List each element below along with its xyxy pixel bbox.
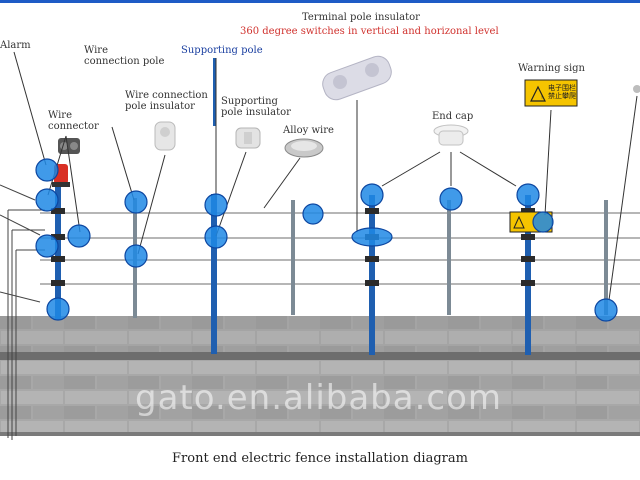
- top-banner-strip: [0, 0, 640, 3]
- label-supporting-pole: Supporting pole: [181, 45, 263, 56]
- alloy-wire-coil-icon: [284, 138, 324, 158]
- callout-marker: [302, 203, 324, 225]
- callout-marker: [439, 187, 463, 211]
- callout-marker: [360, 183, 384, 207]
- label-supporting-pole-insulator: Supporting pole insulator: [221, 96, 291, 118]
- callout-marker: [124, 244, 148, 268]
- callout-markers: [35, 158, 618, 322]
- watermark: gato.en.alibaba.com: [135, 378, 503, 418]
- supporting-pole-icon: [213, 58, 216, 126]
- callout-marker: [204, 193, 228, 217]
- callout-marker: [35, 234, 59, 258]
- label-alloy-wire: Alloy wire: [283, 125, 334, 136]
- diagram-caption: Front end electric fence installation di…: [172, 451, 468, 466]
- callout-marker: [35, 188, 59, 212]
- svg-text:!: !: [541, 95, 543, 101]
- label-wire-connection-pole-insulator: Wire connection pole insulator: [125, 90, 208, 112]
- callout-marker: [594, 298, 618, 322]
- warning-sign-text: 电子围栏 禁止攀爬: [548, 84, 576, 100]
- callout-marker: [516, 183, 540, 207]
- end-cap-icon: [433, 124, 469, 146]
- label-terminal-pole-insulator: Terminal pole insulator: [302, 12, 420, 23]
- label-terminal-pole-insulator-note: 360 degree switches in vertical and hori…: [240, 26, 499, 37]
- callout-marker: [532, 211, 554, 233]
- callout-marker: [204, 225, 228, 249]
- callout-marker: [124, 190, 148, 214]
- label-warning-sign: Warning sign: [518, 63, 585, 74]
- label-end-cap: End cap: [432, 111, 474, 122]
- label-wire-connection-pole: Wire connection pole: [84, 45, 165, 67]
- wire-connection-pole-insulator-icon: [154, 121, 176, 151]
- callout-marker: [351, 227, 393, 247]
- callout-marker: [46, 297, 70, 321]
- callout-marker: [35, 158, 59, 182]
- callout-marker: [67, 224, 91, 248]
- lead-wires: [0, 184, 45, 440]
- label-alarm: Alarm: [0, 40, 31, 51]
- brick-wall: [0, 316, 640, 436]
- leader-lines: [13, 51, 638, 301]
- label-wire-connector: Wire connector: [48, 110, 99, 132]
- partial-component-icon: [633, 85, 640, 93]
- warning-sign-icon: !: [524, 79, 578, 107]
- terminal-pole-insulator-icon: [322, 55, 392, 101]
- supporting-pole-insulator-icon: [235, 127, 261, 149]
